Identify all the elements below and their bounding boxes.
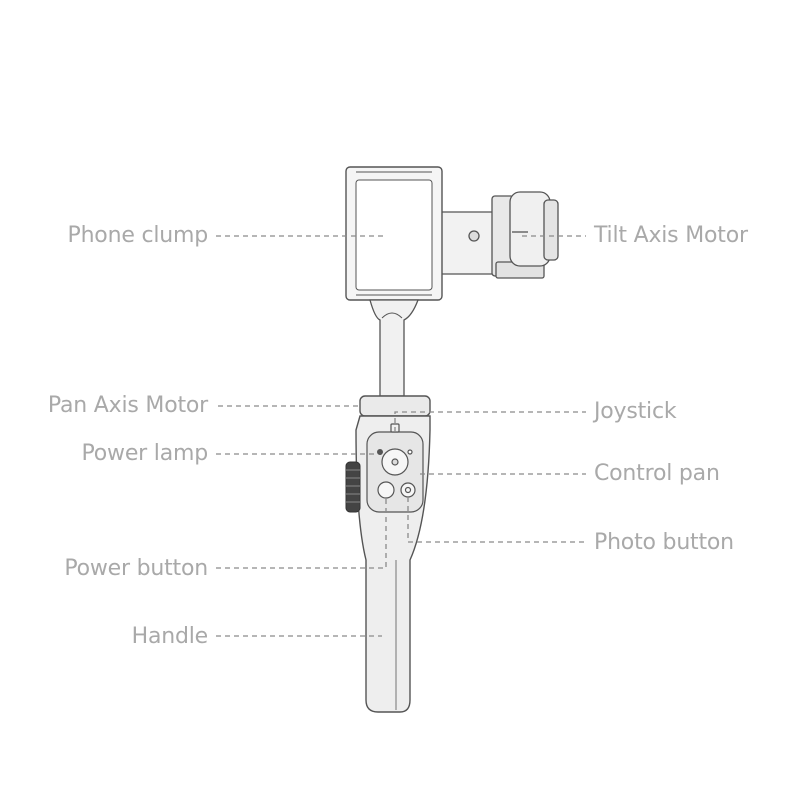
tilt-axis-motor	[437, 191, 559, 279]
label-tilt-axis-motor: Tilt Axis Motor	[594, 223, 748, 248]
leader-lines	[216, 235, 586, 637]
label-power-lamp: Power lamp	[81, 441, 209, 466]
label-control-pan: Control pan	[594, 461, 720, 486]
zoom-wheel	[345, 461, 361, 513]
leader-joystick	[394, 411, 586, 432]
phone-clamp	[345, 166, 443, 301]
leader-power-button	[216, 498, 387, 569]
label-photo-button: Photo button	[594, 530, 734, 555]
gimbal-arm	[369, 299, 419, 397]
label-phone-clump: Phone clump	[67, 223, 209, 248]
control-panel	[366, 423, 424, 513]
label-power-button: Power button	[64, 556, 208, 581]
label-joystick: Joystick	[594, 399, 677, 424]
label-handle: Handle	[131, 624, 209, 649]
label-pan-axis-motor: Pan Axis Motor	[47, 393, 208, 418]
leader-photo-button	[407, 497, 586, 543]
